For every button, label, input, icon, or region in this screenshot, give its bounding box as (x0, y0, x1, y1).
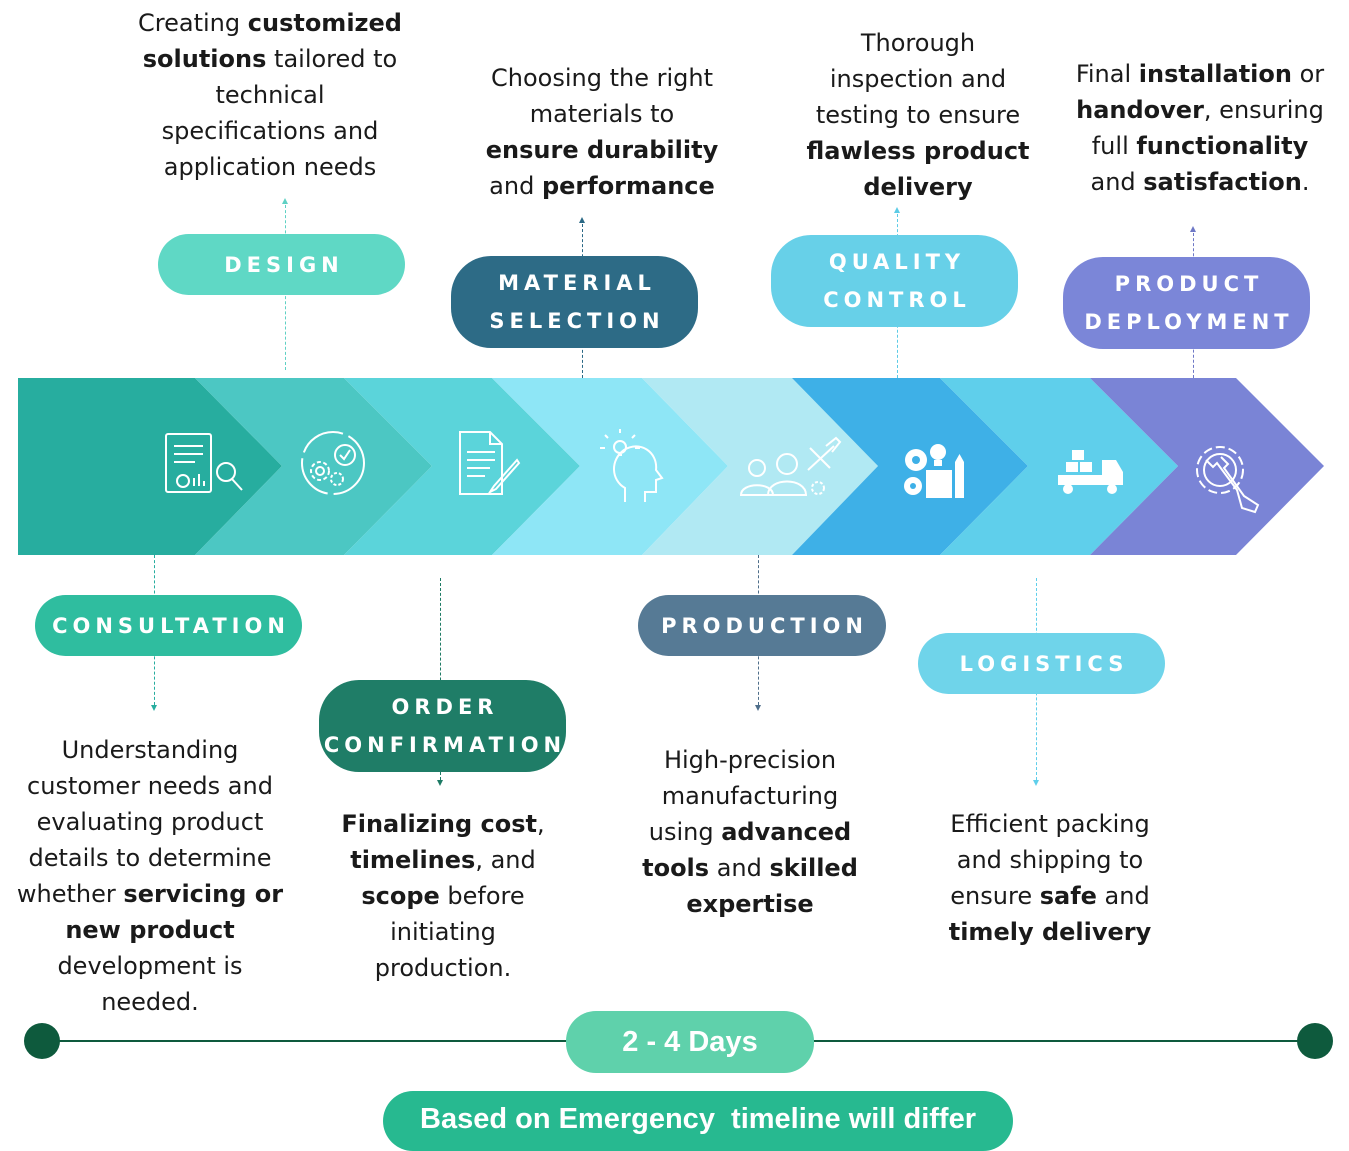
stage-label-design-text: DESIGN (224, 252, 344, 277)
stage-label-material-line1: MATERIAL (498, 271, 656, 295)
production-arrowhead (755, 705, 761, 711)
chevron-order (344, 378, 580, 555)
stage-label-logistics-text: LOGISTICS (959, 651, 1129, 676)
stage-label-production-text: PRODUCTION (661, 613, 868, 638)
document-pen-icon (459, 431, 521, 495)
emergency-note-badge: Based on Emergency timeline will differ (383, 1091, 1013, 1151)
stage-label-material: MATERIAL SELECTION (451, 256, 698, 348)
duration-badge: 2 - 4 Days (566, 1011, 814, 1073)
delivery-truck-icon (1058, 450, 1123, 494)
stage-label-deployment-line2: DEPLOYMENT (1084, 310, 1294, 334)
duration-text: 2 - 4 Days (622, 1025, 758, 1058)
stage-label-order-line2: CONFIRMATION (323, 733, 567, 757)
stage-label-consultation: CONSULTATION (35, 595, 302, 656)
timeline-end-dot (1297, 1023, 1333, 1059)
stage-label-logistics: LOGISTICS (918, 633, 1165, 694)
stage-label-consultation-text: CONSULTATION (52, 613, 290, 638)
stage-label-order-line1: ORDER (391, 695, 499, 719)
material-arrowhead (579, 217, 585, 223)
stage-label-design: DESIGN (158, 234, 405, 295)
chevron-production (642, 378, 878, 555)
chevron-deployment (1090, 378, 1324, 555)
order-connector (440, 578, 441, 780)
gears-check-icon (301, 431, 365, 495)
team-tools-icon (739, 436, 842, 496)
order-arrowhead (437, 780, 443, 786)
stage-label-material-line2: SELECTION (489, 309, 665, 333)
quality-gears-icon (904, 444, 964, 498)
logistics-arrowhead (1033, 780, 1039, 786)
lightbulb-head-icon (600, 429, 664, 502)
stage-label-deployment: PRODUCT DEPLOYMENT (1063, 257, 1310, 349)
stage-label-deployment-line1: PRODUCT (1114, 272, 1264, 296)
stage-label-production: PRODUCTION (638, 595, 886, 656)
stage-label-quality-line2: CONTROL (823, 288, 971, 312)
quality-arrowhead (894, 207, 900, 213)
emergency-note-text: Based on Emergency timeline will differ (420, 1103, 976, 1135)
chevron-material (492, 378, 728, 555)
stage-label-quality-line1: QUALITY (828, 250, 966, 274)
chevron-consultation (18, 378, 282, 555)
stage-label-order: ORDER CONFIRMATION (319, 680, 566, 772)
chevron-logistics (940, 378, 1178, 555)
consultation-arrowhead (151, 705, 157, 711)
design-arrowhead (282, 198, 288, 204)
chevron-design (195, 378, 432, 555)
timeline-start-dot (24, 1023, 60, 1059)
deployment-arrowhead (1190, 226, 1196, 232)
gear-wrench-icon (1196, 446, 1260, 514)
report-magnifier-icon (165, 433, 243, 493)
stage-label-quality: QUALITY CONTROL (771, 235, 1018, 327)
